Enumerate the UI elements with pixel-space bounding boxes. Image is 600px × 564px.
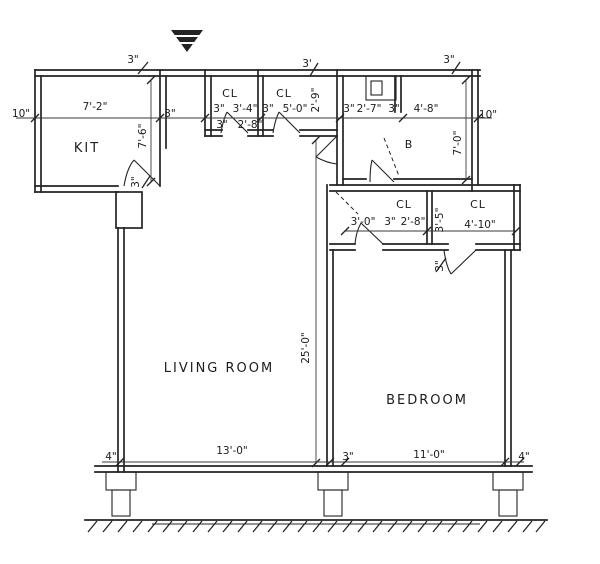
dim-2-8-cl3: 2'-8" <box>401 216 426 228</box>
room-label-bath: B <box>405 138 414 151</box>
dim-3in-bath: 3" <box>388 103 400 115</box>
dim-2-9: 2'-9" <box>310 88 322 113</box>
room-label-closet-2: CL <box>276 87 292 100</box>
dim-3in-kitchen-wall: 3" <box>164 108 176 120</box>
dim-3in-hall: 3" <box>343 103 355 115</box>
dim-3-5: 3'-5" <box>434 208 446 233</box>
dim-3in-kitchen-bottom: 3" <box>130 176 142 188</box>
reference-marker-icon <box>171 30 203 52</box>
dim-3in-cl3: 3" <box>384 216 396 228</box>
dim-7-6: 7'-6" <box>137 124 149 149</box>
dim-7-0: 7'-0" <box>452 131 464 156</box>
dim-3ft-top: 3' <box>302 58 312 70</box>
dim-11-0: 11'-0" <box>413 449 445 461</box>
dim-3in-closet-door: 3" <box>434 260 446 272</box>
dim-4in-right: 4" <box>518 451 530 463</box>
dim-4in-left: 4" <box>105 451 117 463</box>
dim-3-0: 3'-0" <box>351 216 376 228</box>
room-label-closet-3: CL <box>396 198 412 211</box>
dim-4-8: 4'-8" <box>414 103 439 115</box>
room-label-closet-1: CL <box>222 87 238 100</box>
dim-3in-top-left: 3" <box>127 54 139 66</box>
foundation-piers <box>84 471 548 533</box>
room-label-living-room: LIVING ROOM <box>164 361 274 376</box>
room-label-kitchen: KIT <box>74 141 100 156</box>
dim-3in-cl1-a: 3" <box>213 103 225 115</box>
door-swings <box>123 111 477 275</box>
dim-10-left: 10" <box>12 108 30 120</box>
dim-3in-bottom: 3" <box>342 451 354 463</box>
dim-7-2: 7'-2" <box>83 101 108 113</box>
walls <box>34 69 533 473</box>
dim-25-0: 25'-0" <box>300 332 312 364</box>
dim-3in-cl1-b: 3" <box>216 119 228 131</box>
room-label-bedroom: BEDROOM <box>386 393 468 408</box>
dim-5-0: 5'-0" <box>283 103 308 115</box>
dim-4-10: 4'-10" <box>464 219 496 231</box>
dim-10-right: 10" <box>479 109 497 121</box>
dim-13-0: 13'-0" <box>216 445 248 457</box>
dim-3in-top-right: 3" <box>443 54 455 66</box>
dim-2-7: 2'-7" <box>357 103 382 115</box>
dim-3-4: 3'-4" <box>233 103 258 115</box>
room-label-closet-4: CL <box>470 198 486 211</box>
dimension-lines <box>16 61 525 468</box>
dim-2-8-cl1: 2'-8" <box>238 119 263 131</box>
dim-3in-cl2: 3" <box>262 103 274 115</box>
